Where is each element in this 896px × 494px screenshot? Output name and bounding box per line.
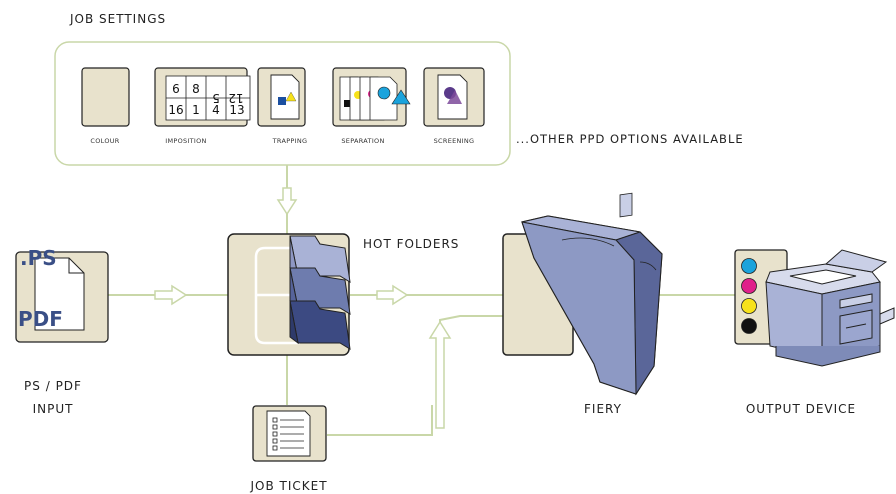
input-label-line2: INPUT xyxy=(33,402,74,416)
imposition-label: IMPOSITION xyxy=(165,137,206,145)
imposition-num-7: 4 xyxy=(212,103,220,117)
imposition-num-8: 13 xyxy=(229,103,244,117)
colour-swatch xyxy=(81,67,130,127)
folder-stack xyxy=(289,235,351,350)
ps-text: .PS xyxy=(20,246,57,270)
output-node[interactable] xyxy=(734,249,895,367)
imposition-num-3: 5 xyxy=(212,91,220,105)
screening-triangle-shape xyxy=(447,90,462,104)
ticket-icon xyxy=(266,410,311,457)
connector-lines xyxy=(108,165,735,436)
arrow-up-icon xyxy=(428,320,452,429)
separation-label: SEPARATION xyxy=(341,137,384,145)
job-ticket-node[interactable] xyxy=(252,405,327,462)
imposition-setting[interactable]: 6 8 5 12 16 1 4 13 xyxy=(154,67,251,127)
input-node[interactable]: .PS PDF xyxy=(15,246,109,343)
input-label-line1: PS / PDF xyxy=(24,379,82,393)
hot-folders-node[interactable] xyxy=(227,233,351,356)
pdf-text: PDF xyxy=(18,307,63,331)
arrow-right-icon xyxy=(376,284,409,306)
imposition-num-2: 8 xyxy=(192,82,200,96)
separation-setting[interactable] xyxy=(332,67,411,127)
imposition-num-5: 16 xyxy=(168,103,183,117)
job-ticket-label: JOB TICKET xyxy=(249,479,327,493)
imposition-num-4: 12 xyxy=(228,91,243,105)
separation-triangle-shape xyxy=(391,89,411,105)
flow-arrows xyxy=(154,187,452,429)
document-icon xyxy=(34,257,85,331)
trapping-label: TRAPPING xyxy=(272,137,308,145)
imposition-num-1: 6 xyxy=(172,82,180,96)
magenta-ink-dot xyxy=(741,278,757,294)
screening-setting[interactable] xyxy=(423,67,485,127)
output-label: OUTPUT DEVICE xyxy=(746,402,856,416)
cyan-ink-dot xyxy=(741,258,757,274)
trapping-triangle-shape xyxy=(285,91,297,102)
fiery-node[interactable] xyxy=(502,192,663,396)
screening-label: SCREENING xyxy=(434,137,475,145)
other-ppd-options: ...OTHER PPD OPTIONS AVAILABLE xyxy=(516,132,744,146)
fiery-label: FIERY xyxy=(584,402,622,416)
trapping-setting[interactable] xyxy=(257,67,306,127)
arrow-down-icon xyxy=(276,187,298,216)
colour-setting[interactable] xyxy=(81,67,130,127)
hot-folders-label: HOT FOLDERS xyxy=(363,237,459,251)
trapping-square-shape xyxy=(278,97,286,105)
black-ink-dot xyxy=(741,318,757,334)
colour-label: COLOUR xyxy=(90,137,119,145)
job-settings-panel xyxy=(54,41,511,166)
arrow-right-icon xyxy=(154,284,188,306)
separation-cyan-circle xyxy=(377,86,391,100)
folder-dark-icon xyxy=(289,300,351,350)
job-settings-title: JOB SETTINGS xyxy=(69,12,166,26)
yellow-ink-dot xyxy=(741,298,757,314)
imposition-num-6: 1 xyxy=(192,103,200,117)
printer-icon xyxy=(765,249,895,367)
